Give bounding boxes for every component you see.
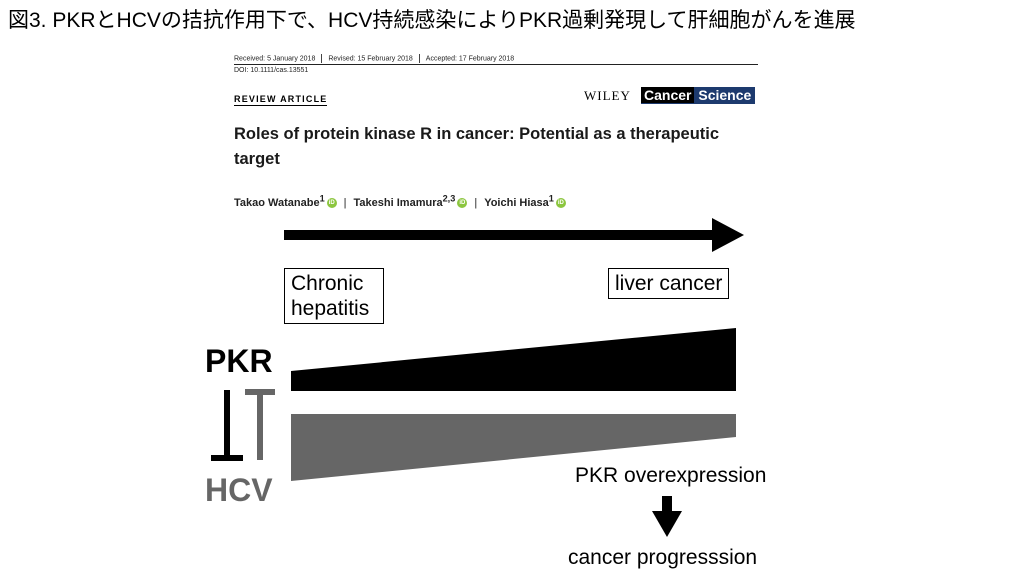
received-date: Received: 5 January 2018 bbox=[234, 55, 316, 63]
pkr-label: PKR bbox=[205, 343, 273, 379]
cancer-progression-label: cancer progresssion bbox=[568, 546, 758, 569]
accepted-date: Accepted: 17 February 2018 bbox=[425, 55, 515, 63]
publisher-logo: WILEY bbox=[584, 88, 631, 103]
hcv-label: HCV bbox=[205, 472, 273, 508]
header-rule bbox=[234, 64, 758, 65]
orcid-icon: iD bbox=[457, 197, 468, 208]
journal-logo: Cancer Science bbox=[641, 87, 756, 104]
stage-liver-cancer: liver cancer bbox=[608, 268, 730, 299]
paper-title: Roles of protein kinase R in cancer: Pot… bbox=[234, 125, 720, 168]
journal-logo-part2: Science bbox=[698, 87, 752, 103]
pkr-overexpression-label: PKR overexpression bbox=[575, 464, 767, 487]
down-arrow-icon bbox=[652, 496, 682, 537]
article-type: REVIEW ARTICLE bbox=[234, 94, 328, 106]
hcv-wedge bbox=[291, 414, 736, 481]
stage-chronic-hepatitis: Chronic hepatitis bbox=[284, 268, 384, 324]
orcid-icon: iD bbox=[326, 197, 337, 208]
mutual-inhibition-icon bbox=[211, 389, 275, 461]
paper-dates: Received: 5 January 2018 Revised: 15 Febr… bbox=[234, 54, 514, 63]
progression-arrow-head bbox=[712, 218, 744, 252]
progression-arrow bbox=[284, 218, 744, 252]
paper-doi: DOI: 10.1111/cas.13551 bbox=[234, 67, 309, 74]
orcid-icon: iD bbox=[555, 197, 566, 208]
revised-date: Revised: 15 February 2018 bbox=[328, 55, 413, 63]
journal-logo-part1: Cancer bbox=[641, 87, 695, 103]
figure-title: 図3. PKRとHCVの拮抗作用下で、HCV持続感染によりPKR過剰発現して肝細… bbox=[8, 9, 856, 32]
pkr-wedge bbox=[291, 328, 736, 391]
progression-arrow-shaft bbox=[284, 230, 714, 240]
